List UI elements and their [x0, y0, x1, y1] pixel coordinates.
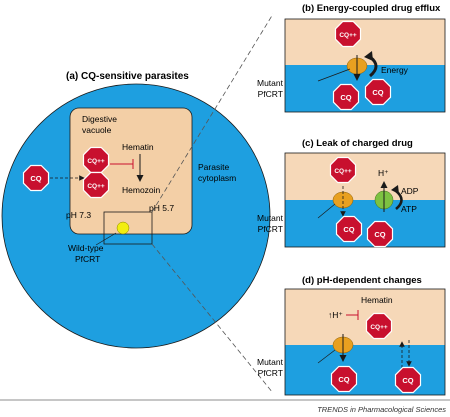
cq-molecule-outside: CQ: [22, 164, 50, 192]
atp-arrowhead: [391, 185, 399, 194]
panel-a: (a) CQ-sensitive parasites Digestive vac…: [1, 13, 274, 394]
vacuole-label-1: Digestive: [82, 114, 117, 124]
panel-c-title: (c) Leak of charged drug: [302, 138, 413, 149]
cq-charged-molecule: CQ++: [365, 312, 393, 340]
svg-text:CQ: CQ: [374, 230, 385, 239]
cq-molecule: CQ: [332, 83, 360, 111]
zoom-line-top: [151, 13, 274, 213]
panel-d-cytoplasm-region: [285, 345, 445, 395]
mutant-label-1: Mutant: [257, 213, 284, 223]
panel-c: (c) Leak of charged drug CQ++ H⁺ ADP ATP…: [257, 138, 446, 248]
mutant-pointer-line: [317, 349, 336, 364]
h-up-label: ↑H⁺: [328, 310, 343, 320]
panel-c-vacuole-region: [285, 153, 445, 200]
vacuole-label-2: vacuole: [82, 125, 112, 135]
svg-text:CQ++: CQ++: [334, 168, 352, 175]
mutant-label-2: PfCRT: [258, 368, 283, 378]
panel-c-frame: [284, 152, 446, 248]
mutant-label-1: Mutant: [257, 78, 284, 88]
panel-a-title: (a) CQ-sensitive parasites: [66, 71, 189, 82]
panel-b-frame: [284, 18, 446, 113]
svg-text:CQ++: CQ++: [87, 183, 105, 190]
adp-label: ADP: [401, 186, 419, 196]
cq-molecule-2: CQ: [366, 220, 394, 248]
hemozoin-label: Hemozoin: [122, 185, 161, 195]
hematin-label: Hematin: [361, 295, 393, 305]
digestive-vacuole: [69, 107, 193, 235]
mutant-pfcrt-transporter: [332, 191, 354, 209]
energy-label: Energy: [381, 65, 409, 75]
h-plus-label: H⁺: [378, 168, 389, 178]
panel-d-frame: [284, 288, 446, 396]
panel-d-vacuole-region: [285, 289, 445, 345]
panel-d: (d) pH-dependent changes Hematin ↑H⁺ CQ+…: [257, 275, 446, 396]
svg-text:CQ++: CQ++: [339, 32, 357, 39]
panel-b: (b) Energy-coupled drug efflux CQ++ Ener…: [257, 3, 446, 113]
footer-credit: TRENDS in Pharmacological Sciences: [317, 405, 446, 414]
mutant-pointer-line: [317, 68, 351, 82]
svg-text:CQ: CQ: [30, 174, 41, 183]
wildtype-label-2: PfCRT: [75, 254, 100, 264]
cq-molecule: CQ: [335, 215, 363, 243]
svg-text:CQ: CQ: [343, 225, 354, 234]
cytoplasm-label-2: cytoplasm: [198, 173, 236, 183]
cq-charged-molecule: CQ++: [334, 20, 362, 48]
mutant-label-1: Mutant: [257, 357, 284, 367]
wildtype-label-1: Wild-type: [68, 243, 104, 253]
mutant-label-2: PfCRT: [258, 224, 283, 234]
atp-label: ATP: [401, 204, 417, 214]
cytoplasm-label-1: Parasite: [198, 162, 229, 172]
cq-charged-molecule: CQ++: [329, 156, 357, 184]
panel-c-cytoplasm-region: [285, 200, 445, 247]
ph-vacuole-label: pH 5.7: [149, 203, 174, 213]
panel-d-title: (d) pH-dependent changes: [302, 275, 422, 286]
cq-molecule-2: CQ: [394, 366, 422, 394]
svg-text:CQ++: CQ++: [87, 158, 105, 165]
panel-b-vacuole-region: [285, 19, 445, 65]
hematin-label: Hematin: [122, 142, 154, 152]
cq-molecule-2: CQ: [364, 78, 392, 106]
mutant-label-2: PfCRT: [258, 89, 283, 99]
mutant-pointer-line: [317, 203, 336, 219]
zoom-region-box: [103, 211, 153, 245]
ph-cytoplasm-label: pH 7.3: [66, 210, 91, 220]
wildtype-pointer-line: [95, 232, 117, 246]
panel-b-title: (b) Energy-coupled drug efflux: [302, 3, 441, 14]
svg-text:CQ: CQ: [340, 93, 351, 102]
cq-charged-molecule: CQ++: [82, 146, 110, 174]
svg-text:CQ: CQ: [402, 376, 413, 385]
svg-text:CQ++: CQ++: [370, 324, 388, 331]
svg-text:CQ: CQ: [338, 375, 349, 384]
cq-molecule: CQ: [330, 365, 358, 393]
cq-charged-molecule-2: CQ++: [82, 171, 110, 199]
svg-text:CQ: CQ: [372, 88, 383, 97]
wildtype-pfcrt-transporter: [116, 221, 130, 235]
energy-arrowhead: [364, 51, 373, 61]
